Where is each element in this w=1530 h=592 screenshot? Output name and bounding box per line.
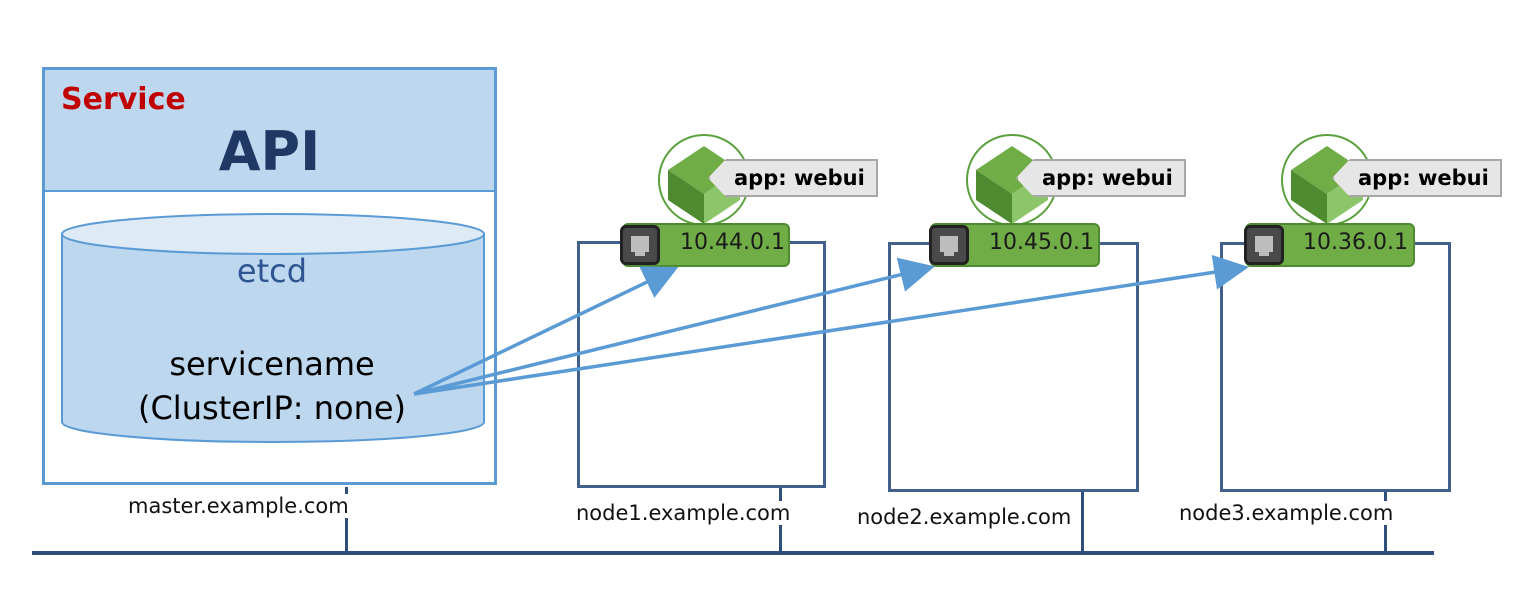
pod-ip-text: 10.44.0.1 — [680, 230, 785, 255]
node2-box — [888, 242, 1139, 492]
network-port-icon — [929, 225, 969, 265]
etcd-label: etcd — [236, 252, 308, 290]
pod-label-tag: app: webui — [1332, 159, 1502, 197]
node1-box — [577, 241, 826, 488]
pod-ip-text: 10.36.0.1 — [1303, 230, 1408, 255]
service-label: Service — [61, 82, 186, 117]
api-header — [45, 70, 494, 192]
servicename-label: servicename (ClusterIP: none) — [60, 342, 484, 430]
node2-hostname: node2.example.com — [855, 505, 1074, 529]
cluster-ip-text: (ClusterIP: none) — [137, 389, 407, 427]
node2-network-drop — [1081, 490, 1084, 553]
node1-hostname: node1.example.com — [574, 501, 793, 525]
master-network-drop — [345, 487, 348, 553]
node3-box — [1220, 242, 1451, 492]
node3-hostname: node3.example.com — [1177, 501, 1396, 525]
master-hostname: master.example.com — [126, 494, 351, 518]
network-port-icon — [620, 225, 660, 265]
network-port-icon — [1244, 225, 1284, 265]
etcd-cylinder — [61, 213, 485, 443]
network-bus-line — [32, 551, 1434, 555]
api-label: API — [218, 120, 321, 183]
pod-label-tag: app: webui — [1016, 159, 1186, 197]
servicename-text: servicename — [169, 345, 375, 383]
pod-ip-text: 10.45.0.1 — [989, 230, 1094, 255]
pod-label-tag: app: webui — [708, 159, 878, 197]
